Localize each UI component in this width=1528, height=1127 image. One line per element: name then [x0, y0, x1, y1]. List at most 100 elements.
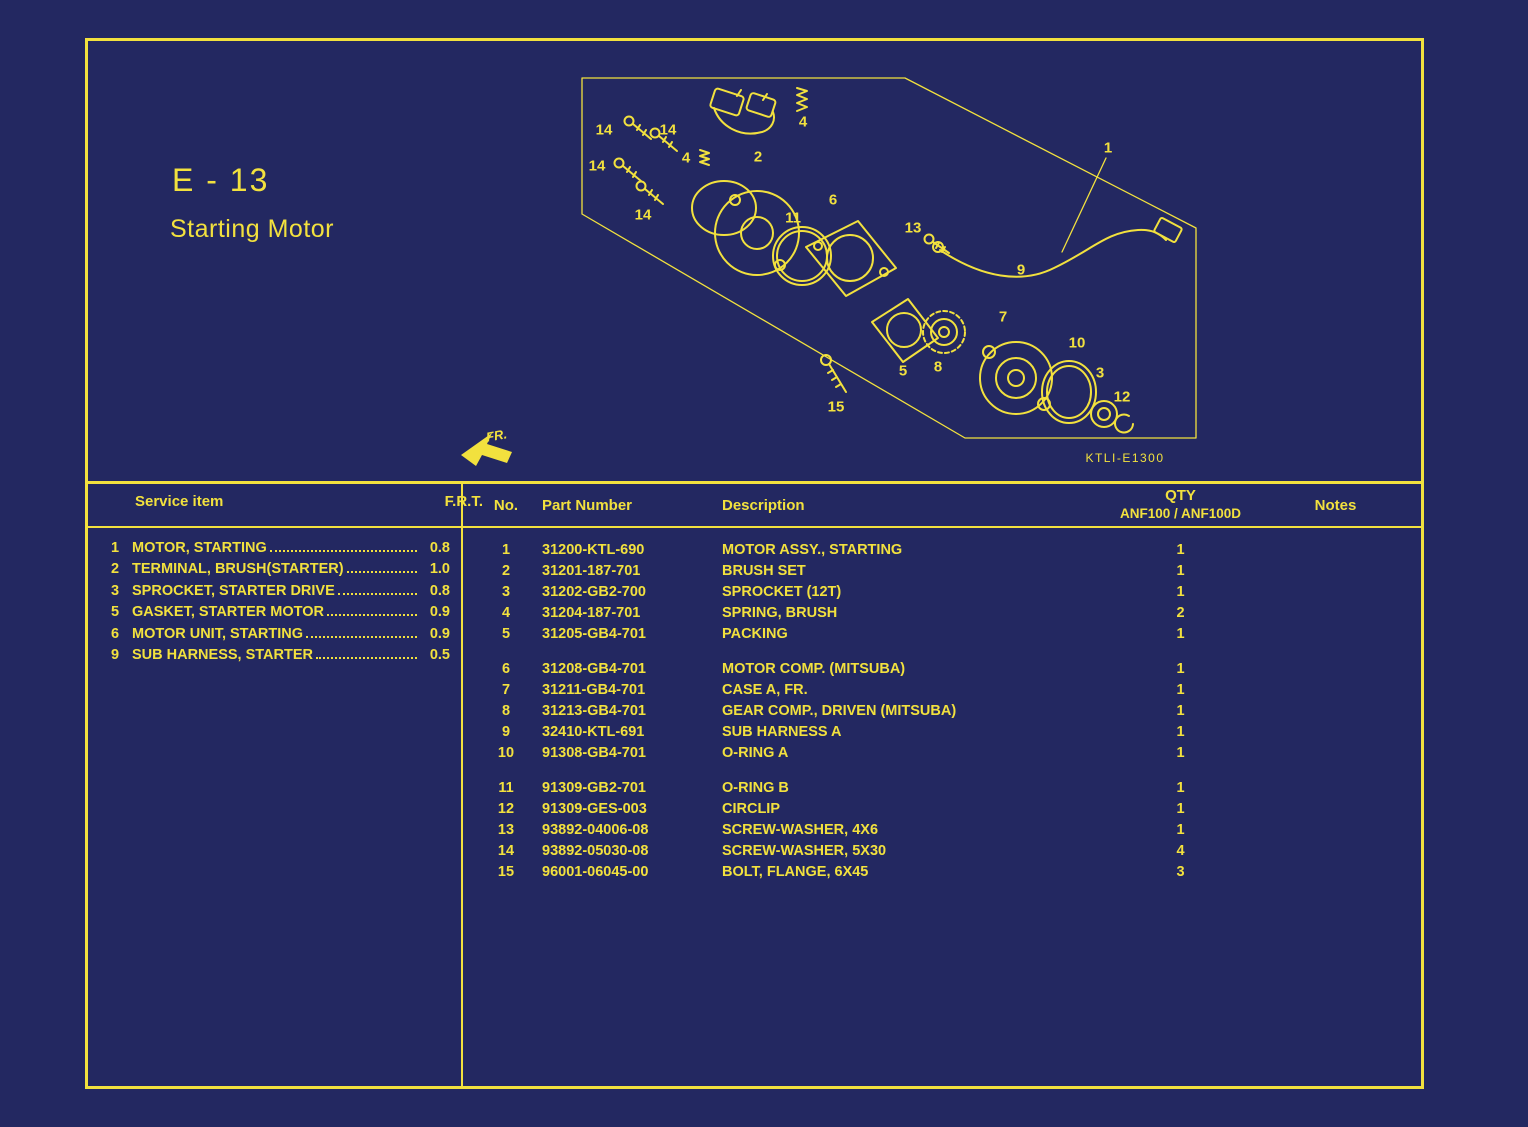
dotted-leader: [346, 571, 417, 574]
part-description: O-RING B: [722, 780, 789, 796]
parts-row: 12 91309-GES-003 CIRCLIP 1: [470, 799, 1418, 820]
part-no: 5: [501, 626, 511, 642]
part-number: 91308-GB4-701: [542, 745, 646, 761]
parts-row: 6 31208-GB4-701 MOTOR COMP. (MITSUBA) 1: [470, 659, 1418, 680]
qty-header-label: QTY: [1165, 487, 1196, 504]
part-no: 15: [497, 864, 515, 880]
dotted-leader: [306, 635, 417, 638]
parts-row: 3 31202-GB2-700 SPROCKET (12T) 1: [470, 582, 1418, 603]
part-number: 31211-GB4-701: [542, 682, 646, 698]
part-number: 31213-GB4-701: [542, 703, 646, 719]
part-description: SCREW-WASHER, 4X6: [722, 822, 879, 838]
parts-row: 15 96001-06045-00 BOLT, FLANGE, 6X45 3: [470, 862, 1418, 883]
part-no: 7: [501, 682, 511, 698]
service-row-number: 6: [110, 625, 120, 642]
part-no: 8: [501, 703, 511, 719]
dotted-leader: [337, 592, 417, 595]
part-no: 1: [501, 542, 511, 558]
parts-row: 7 31211-GB4-701 CASE A, FR. 1: [470, 680, 1418, 701]
part-notes: [1253, 680, 1418, 701]
part-notes: [1253, 799, 1418, 820]
part-qty: 1: [1176, 801, 1185, 817]
parts-row: 14 93892-05030-08 SCREW-WASHER, 5X30 4: [470, 841, 1418, 862]
part-notes: [1253, 820, 1418, 841]
service-row: 5 GASKET, STARTER MOTOR 0.9: [98, 604, 450, 625]
parts-row: 10 91308-GB4-701 O-RING A 1: [470, 743, 1418, 764]
service-row: 1 MOTOR, STARTING 0.8: [98, 540, 450, 561]
qty-header: QTY ANF100 / ANF100D: [1108, 487, 1253, 523]
section-code: E - 13: [172, 162, 270, 198]
part-qty: 2: [1176, 605, 1185, 621]
part-description: SPROCKET (12T): [722, 584, 842, 600]
part-description: SUB HARNESS A: [722, 724, 842, 740]
part-number: 31202-GB2-700: [542, 584, 646, 600]
service-row-number: 1: [110, 540, 120, 556]
part-qty: 1: [1176, 745, 1185, 761]
part-notes: [1253, 722, 1418, 743]
part-description: O-RING A: [722, 745, 789, 761]
table-top-rule: [85, 481, 1424, 484]
part-description: CASE A, FR.: [722, 682, 808, 698]
part-number: 91309-GB2-701: [542, 780, 646, 796]
part-description: BRUSH SET: [722, 563, 806, 579]
part-description: PACKING: [722, 626, 788, 642]
parts-row: 9 32410-KTL-691 SUB HARNESS A 1: [470, 722, 1418, 743]
notes-header: Notes: [1314, 496, 1357, 514]
parts-group-3: 11 91309-GB2-701 O-RING B 1 12 91309-GES…: [470, 778, 1418, 883]
service-row: 2 TERMINAL, BRUSH(STARTER) 1.0: [98, 561, 450, 582]
part-qty: 1: [1176, 584, 1185, 600]
service-row-item: SPROCKET, STARTER DRIVE: [132, 582, 335, 599]
part-notes: [1253, 659, 1418, 680]
part-number: 96001-06045-00: [542, 864, 649, 880]
part-no: 13: [497, 822, 515, 838]
qty-models-label: ANF100 / ANF100D: [1119, 506, 1242, 521]
service-row-item: MOTOR, STARTING: [132, 540, 267, 556]
service-row: 6 MOTOR UNIT, STARTING 0.9: [98, 626, 450, 647]
dotted-leader: [327, 614, 417, 617]
service-table: 1 MOTOR, STARTING 0.8 2 TERMINAL, BRUSH(…: [98, 540, 450, 668]
part-qty: 1: [1176, 780, 1185, 796]
parts-table: 1 31200-KTL-690 MOTOR ASSY., STARTING 1 …: [470, 540, 1418, 897]
part-qty: 1: [1176, 563, 1185, 579]
part-notes: [1253, 603, 1418, 624]
part-notes: [1253, 778, 1418, 799]
part-notes: [1253, 743, 1418, 764]
page-border: [85, 38, 1424, 1089]
parts-row: 1 31200-KTL-690 MOTOR ASSY., STARTING 1: [470, 540, 1418, 561]
part-no: 2: [501, 563, 511, 579]
part-no: 11: [498, 780, 514, 796]
part-notes: [1253, 862, 1418, 883]
part-qty: 1: [1176, 822, 1185, 838]
service-table-header: Service item F.R.T.: [100, 493, 491, 510]
page-title: Starting Motor: [170, 215, 335, 243]
dotted-leader: [269, 550, 417, 552]
part-qty: 1: [1176, 724, 1185, 740]
diagram-reference-code: KTLI-E1300: [1085, 451, 1165, 465]
parts-row: 11 91309-GB2-701 O-RING B 1: [470, 778, 1418, 799]
part-notes: [1253, 582, 1418, 603]
part-number: 31200-KTL-690: [542, 542, 645, 558]
service-row-frt: 1.0: [429, 561, 450, 578]
part-qty: 1: [1176, 626, 1185, 642]
service-row: 3 SPROCKET, STARTER DRIVE 0.8: [98, 583, 450, 604]
parts-row: 2 31201-187-701 BRUSH SET 1: [470, 561, 1418, 582]
part-number-header: Part Number: [542, 496, 633, 514]
part-notes: [1253, 624, 1418, 645]
parts-group-1: 1 31200-KTL-690 MOTOR ASSY., STARTING 1 …: [470, 540, 1418, 645]
service-row-frt: 0.9: [429, 625, 450, 642]
service-row-number: 5: [110, 604, 120, 621]
parts-row: 8 31213-GB4-701 GEAR COMP., DRIVEN (MITS…: [470, 701, 1418, 722]
service-row-number: 9: [110, 646, 120, 663]
part-no: 14: [497, 843, 515, 859]
part-no: 9: [501, 724, 511, 740]
part-number: 32410-KTL-691: [542, 724, 645, 740]
service-row: 9 SUB HARNESS, STARTER 0.5: [98, 647, 450, 668]
service-row-item: TERMINAL, BRUSH(STARTER): [132, 561, 344, 578]
part-notes: [1253, 841, 1418, 862]
service-row-item: SUB HARNESS, STARTER: [132, 646, 313, 663]
parts-row: 5 31205-GB4-701 PACKING 1: [470, 624, 1418, 645]
service-row-item: GASKET, STARTER MOTOR: [132, 604, 324, 621]
part-qty: 3: [1176, 864, 1185, 880]
part-number: 93892-04006-08: [542, 822, 649, 838]
frt-header: F.R.T.: [444, 493, 483, 510]
